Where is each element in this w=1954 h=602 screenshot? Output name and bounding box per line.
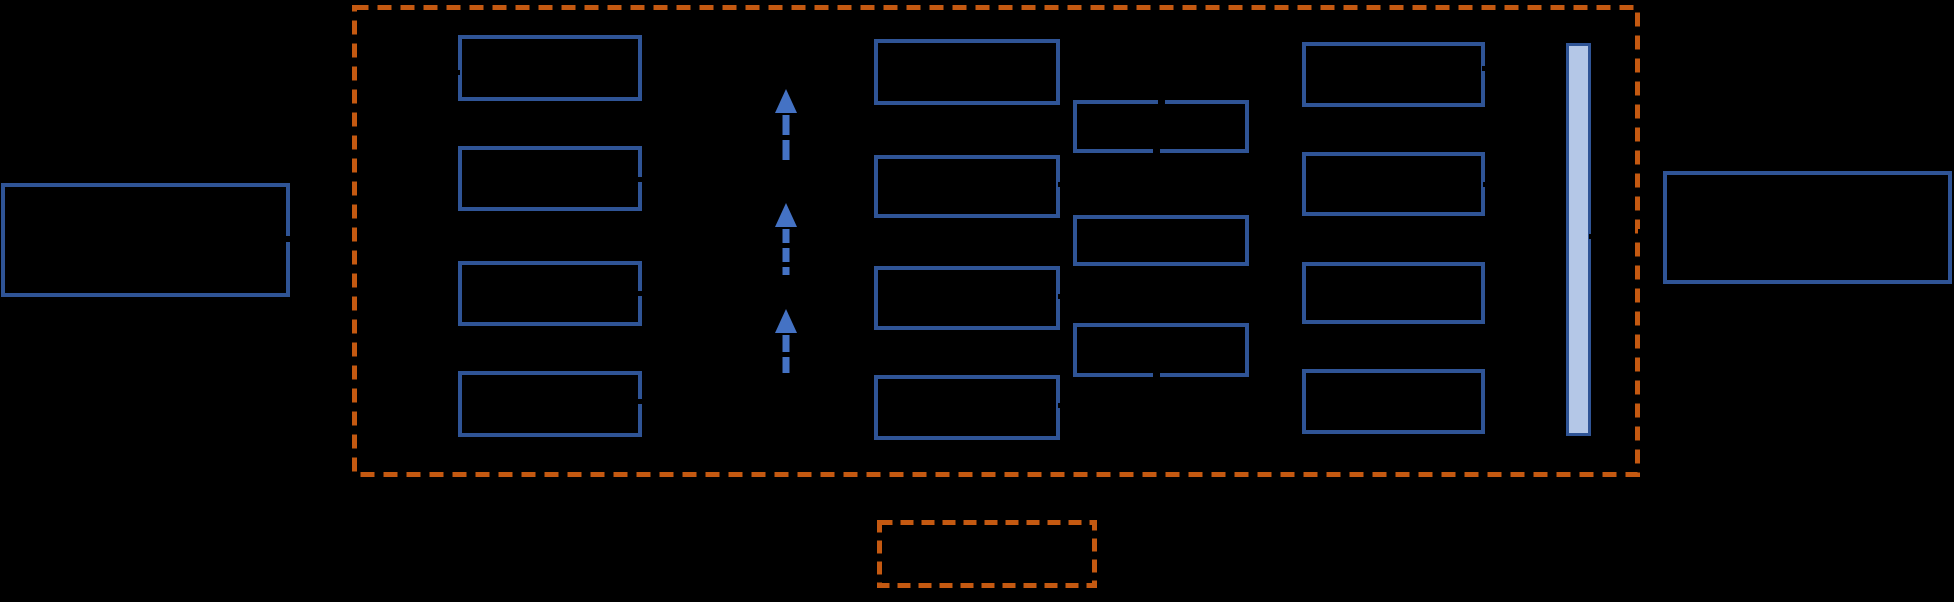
stage1-box-2 (458, 146, 642, 211)
outer-left-box (1, 183, 290, 297)
stage4-box-3 (1302, 262, 1485, 324)
stage1-box-1 (458, 35, 642, 101)
up-arrow-icon (775, 89, 797, 163)
stage4-box-4 (1302, 369, 1485, 434)
connector-mark (637, 399, 643, 404)
stage1-box-4 (458, 371, 642, 437)
connector-mark (1058, 182, 1064, 187)
stage3-box-2 (1073, 215, 1249, 266)
connector-mark (1153, 372, 1160, 377)
stage3-box-3 (1073, 323, 1249, 377)
connector-mark (1058, 294, 1064, 299)
up-arrow-head-icon (775, 203, 797, 227)
outer-right-box (1663, 171, 1952, 284)
connector-mark (1153, 149, 1160, 154)
connector-mark (455, 70, 460, 75)
connector-mark (286, 236, 293, 242)
stage2-box-4 (874, 375, 1060, 440)
connector-mark (1589, 234, 1594, 239)
connector-mark (1482, 66, 1488, 71)
stage2-box-1 (874, 39, 1060, 105)
stage1-box-3 (458, 261, 642, 326)
connector-mark (1483, 182, 1489, 187)
connector-mark (637, 291, 643, 296)
stage4-box-2 (1302, 152, 1485, 216)
up-arrow-head-icon (775, 309, 797, 333)
connector-mark (1158, 99, 1165, 104)
connector-mark (1638, 229, 1643, 235)
stage4-box-1 (1302, 42, 1485, 107)
output-bar (1566, 43, 1591, 436)
stage2-box-2 (874, 155, 1060, 218)
connector-mark (1058, 403, 1064, 408)
stage3-box-1 (1073, 100, 1249, 153)
up-arrow-icon (775, 203, 797, 275)
up-arrow-head-icon (775, 89, 797, 113)
connector-mark (637, 177, 643, 182)
up-arrow-icon (775, 309, 797, 373)
stage2-box-3 (874, 266, 1060, 330)
dashed-legend-box (877, 520, 1097, 588)
